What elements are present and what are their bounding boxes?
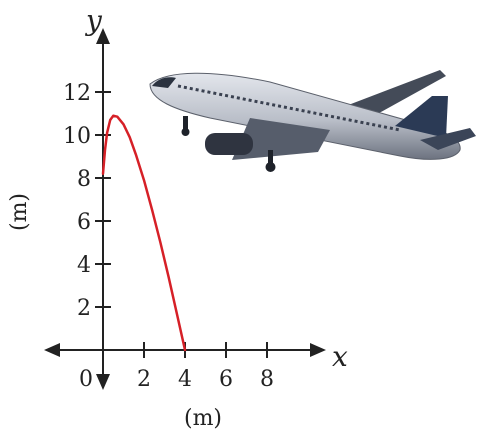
y-axis-arrow-down bbox=[96, 374, 110, 390]
y-tick-label: 4 bbox=[77, 253, 91, 278]
y-axis-arrow-up bbox=[96, 28, 110, 44]
x-tick-label: 4 bbox=[178, 367, 192, 392]
y-ticks: 2 4 6 8 10 12 bbox=[63, 81, 111, 321]
x-axis-unit: (m) bbox=[184, 406, 222, 431]
x-tick-label: 6 bbox=[219, 367, 233, 392]
series-layer bbox=[101, 114, 187, 352]
y-tick-label: 10 bbox=[63, 124, 91, 149]
x-ticks: 2 4 6 8 bbox=[137, 342, 274, 392]
airplane-windows bbox=[177, 84, 401, 132]
y-axis-unit: (m) bbox=[7, 193, 32, 231]
airplane-cockpit bbox=[152, 77, 176, 88]
x-axis-arrow-left bbox=[44, 343, 60, 357]
airplane-icon bbox=[149, 70, 476, 172]
y-tick-label: 8 bbox=[77, 167, 91, 192]
x-axis-arrow-right bbox=[310, 343, 326, 357]
y-tick-label: 2 bbox=[77, 296, 91, 321]
x-tick-label: 2 bbox=[137, 367, 151, 392]
airplane-engine bbox=[205, 133, 253, 155]
y-tick-label: 6 bbox=[77, 210, 91, 235]
origin-label: 0 bbox=[79, 367, 93, 392]
y-axis-label: y bbox=[84, 4, 103, 37]
x-axis-label: x bbox=[332, 340, 348, 373]
airplane-landing-gear bbox=[181, 116, 276, 172]
airplane-wing-near bbox=[232, 118, 330, 160]
airplane-stabilizer bbox=[420, 128, 476, 150]
x-tick-label: 8 bbox=[260, 367, 274, 392]
y-tick-label: 12 bbox=[63, 81, 91, 106]
airplane-tail-fin bbox=[395, 96, 448, 138]
series-line bbox=[101, 114, 187, 352]
